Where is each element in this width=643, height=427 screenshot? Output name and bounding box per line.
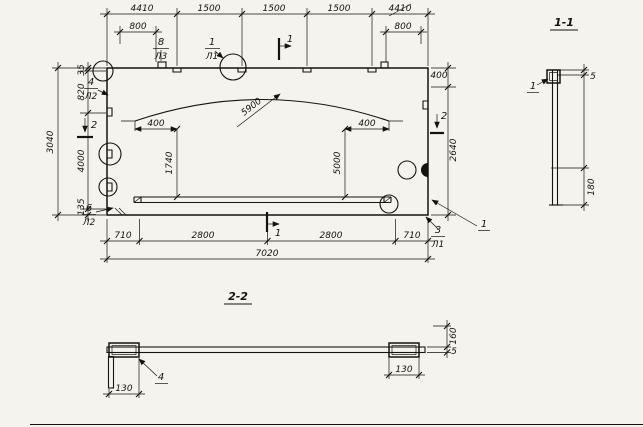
detail-circle-right (397, 160, 417, 180)
dim-label: 710 (403, 231, 420, 241)
panel-section-strip (106, 346, 426, 354)
section-1-1: 1-1 5 180 1 (527, 16, 597, 211)
position-marks: 8 Л3 1 Л1 4 Л2 6 Л2 3 Л1 1 (82, 37, 490, 250)
dim-label: 800 (129, 22, 146, 32)
dimensions-bottom: 710 2800 2800 710 7020 (100, 219, 435, 263)
section-label: 2 (441, 111, 447, 122)
dimensions-right: 400 2640 (430, 62, 459, 221)
dim-label: 400 (430, 71, 447, 81)
lifting-loop-right (380, 61, 389, 69)
bottom-chord (133, 196, 392, 204)
position-mark: 6 (86, 203, 92, 214)
dim-label: 3040 (46, 130, 56, 153)
dim-label: 710 (114, 231, 131, 241)
dim-label: 400 (358, 119, 375, 129)
dim-label: 160 (449, 327, 459, 344)
dim-label: 400 (147, 119, 164, 129)
sheet-ref: Л1 (205, 52, 219, 62)
dim-label: 2800 (320, 231, 343, 241)
panel-outline (106, 61, 429, 216)
detail-circles (92, 53, 417, 214)
detail-circle-left-lower (98, 177, 118, 197)
keyway-notch-right (422, 100, 428, 110)
dim-label: 4000 (77, 149, 87, 172)
position-mark: 3 (435, 225, 441, 236)
sheet-ref: Л2 (84, 92, 98, 102)
position-mark: 4 (88, 77, 94, 88)
dim-label: 1500 (328, 4, 351, 14)
keyway-notches-left (107, 107, 113, 192)
section-label: 1 (275, 228, 281, 239)
dim-label: 5 (451, 347, 457, 357)
dim-label: 800 (394, 22, 411, 32)
strike-mark (388, 3, 412, 17)
dim-label: 4410 (389, 4, 412, 14)
sheet-ref: Л3 (154, 52, 168, 62)
dim-label: 2640 (449, 138, 459, 161)
detail-circle-left-upper (98, 142, 122, 166)
section-2-2: 2-2 130 130 5 160 4 (103, 290, 459, 398)
dim-label: 180 (587, 178, 597, 195)
dimensions-left: 3040 35 820 4000 135 (46, 62, 106, 221)
position-mark: 4 (158, 372, 164, 383)
dim-label: 4410 (131, 4, 154, 14)
embedded-detail (546, 69, 561, 84)
corner-hatch (114, 207, 127, 216)
end-leg-left (107, 355, 115, 389)
dim-label: 135 (77, 198, 87, 215)
dim-label: 1740 (165, 151, 175, 174)
dim-label: 2800 (192, 231, 215, 241)
section-cut-marks: 1 1 2 2 (77, 34, 447, 239)
dim-label: 5000 (333, 151, 343, 174)
section-title: 2-2 (228, 290, 248, 303)
dim-label: 35 (77, 64, 87, 76)
dim-label: 1500 (263, 4, 286, 14)
dim-label: 5 (590, 72, 596, 82)
section-label: 2 (91, 120, 97, 131)
section-label: 1 (287, 34, 293, 45)
dim-label: 130 (395, 365, 412, 375)
opening-arc (121, 99, 403, 131)
position-mark: 1 (530, 81, 536, 92)
sheet-ref: Л2 (82, 218, 96, 228)
dim-label: 130 (115, 384, 132, 394)
sheet-ref: Л1 (431, 240, 445, 250)
end-block-right (388, 342, 420, 358)
edge-half-round-detail (421, 163, 428, 177)
panel-section-body (551, 69, 559, 206)
lifting-loop-left (157, 61, 167, 69)
position-mark: 8 (158, 37, 164, 48)
position-mark: 1 (209, 37, 215, 48)
dim-label: 1500 (198, 4, 221, 14)
detail-circle-top (219, 53, 247, 81)
section-title: 1-1 (554, 16, 574, 29)
detail-circle-chord-end (379, 194, 399, 214)
position-mark: 1 (481, 219, 487, 230)
dim-label: 820 (77, 83, 87, 100)
end-block-left (108, 342, 140, 358)
main-view: 4410 1500 1500 1500 4410 800 800 3040 35… (46, 3, 490, 263)
dim-label: 7020 (256, 249, 279, 259)
dimensions-top: 4410 1500 1500 1500 4410 800 800 (100, 3, 435, 66)
